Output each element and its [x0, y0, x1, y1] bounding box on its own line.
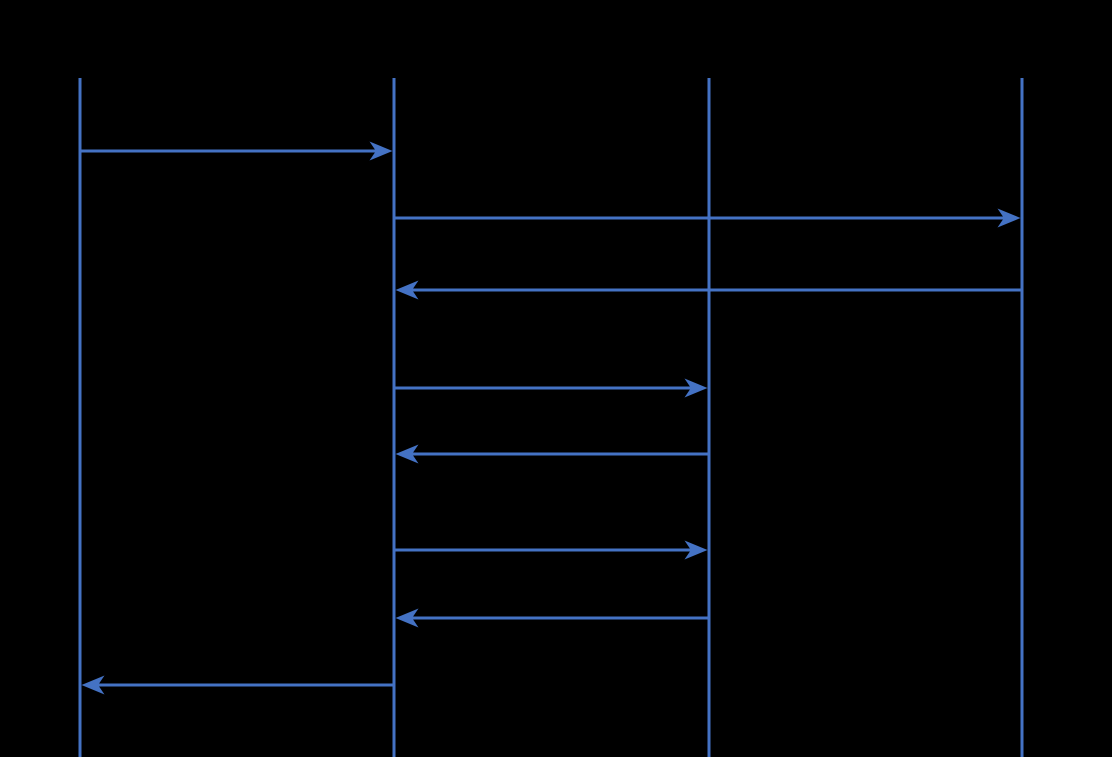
arrowhead-icon: [684, 378, 708, 398]
message-7: [395, 608, 709, 628]
message-8: [81, 675, 394, 695]
arrowhead-icon: [997, 208, 1021, 228]
arrowhead-icon: [369, 141, 393, 161]
arrowhead-icon: [684, 540, 708, 560]
message-5: [395, 444, 709, 464]
message-6: [394, 540, 708, 560]
message-2: [394, 208, 1021, 228]
arrowhead-icon: [395, 608, 419, 628]
arrowhead-icon: [81, 675, 105, 695]
arrowhead-icon: [395, 280, 419, 300]
arrowhead-icon: [395, 444, 419, 464]
message-4: [394, 378, 708, 398]
message-3: [395, 280, 1022, 300]
message-1: [80, 141, 393, 161]
